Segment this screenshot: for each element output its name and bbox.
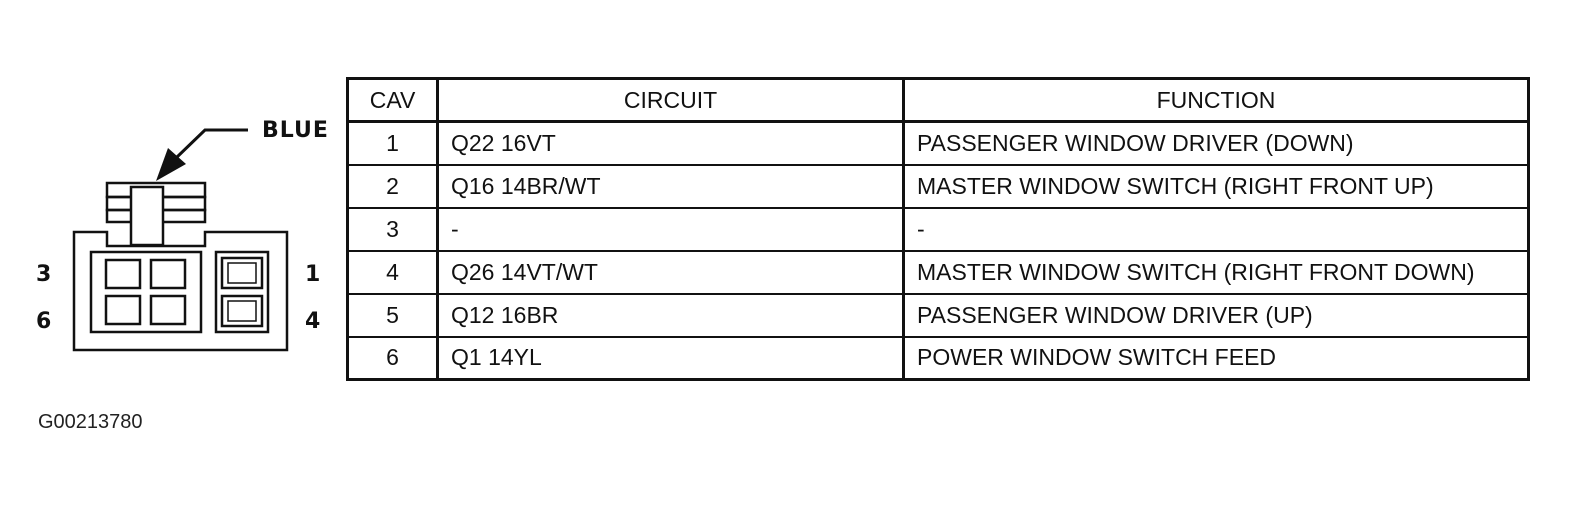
color-leader-arrow — [156, 128, 248, 181]
cavity-6 — [104, 294, 142, 326]
cavity-2 — [149, 258, 187, 290]
cavity-3 — [104, 258, 142, 290]
function-cell: MASTER WINDOW SWITCH (RIGHT FRONT DOWN) — [902, 249, 1530, 295]
pin-label-4: 4 — [305, 309, 321, 334]
connector-latch — [105, 181, 207, 247]
circuit-cell: - — [436, 206, 905, 252]
cavity-5 — [149, 294, 187, 326]
header-circuit: CIRCUIT — [436, 77, 905, 123]
table-row: 1 Q22 16VT PASSENGER WINDOW DRIVER (DOWN… — [346, 120, 1530, 166]
cav-cell: 6 — [346, 335, 439, 381]
cavity-block-left — [89, 250, 203, 334]
pinout-table: CAV CIRCUIT FUNCTION 1 Q22 16VT PASSENGE… — [346, 77, 1530, 381]
connector-diagram: BLUE 3 6 1 4 — [0, 0, 340, 420]
table-row: 6 Q1 14YL POWER WINDOW SWITCH FEED — [346, 335, 1530, 381]
pin-label-1: 1 — [305, 262, 321, 287]
function-cell: - — [902, 206, 1530, 252]
function-cell: PASSENGER WINDOW DRIVER (DOWN) — [902, 120, 1530, 166]
cav-cell: 3 — [346, 206, 439, 252]
cav-cell: 2 — [346, 163, 439, 209]
circuit-cell: Q1 14YL — [436, 335, 905, 381]
header-cav: CAV — [346, 77, 439, 123]
table-row: 2 Q16 14BR/WT MASTER WINDOW SWITCH (RIGH… — [346, 163, 1530, 209]
table-row: 5 Q12 16BR PASSENGER WINDOW DRIVER (UP) — [346, 292, 1530, 338]
cavity-4 — [220, 294, 264, 328]
pin-label-3: 3 — [36, 262, 52, 287]
pin-label-6: 6 — [36, 309, 52, 334]
figure-id: G00213780 — [38, 411, 143, 433]
circuit-cell: Q16 14BR/WT — [436, 163, 905, 209]
function-cell: MASTER WINDOW SWITCH (RIGHT FRONT UP) — [902, 163, 1530, 209]
circuit-cell: Q22 16VT — [436, 120, 905, 166]
table-header-row: CAV CIRCUIT FUNCTION — [346, 77, 1530, 123]
connector-color-label: BLUE — [262, 118, 329, 143]
circuit-cell: Q12 16BR — [436, 292, 905, 338]
circuit-cell: Q26 14VT/WT — [436, 249, 905, 295]
cavity-block-right — [214, 250, 270, 334]
function-cell: POWER WINDOW SWITCH FEED — [902, 335, 1530, 381]
cavity-1 — [220, 256, 264, 290]
table-row: 4 Q26 14VT/WT MASTER WINDOW SWITCH (RIGH… — [346, 249, 1530, 295]
function-cell: PASSENGER WINDOW DRIVER (UP) — [902, 292, 1530, 338]
connector-housing — [72, 230, 289, 352]
cav-cell: 5 — [346, 292, 439, 338]
table-row: 3 - - — [346, 206, 1530, 252]
cav-cell: 4 — [346, 249, 439, 295]
header-function: FUNCTION — [902, 77, 1530, 123]
connector-drawing — [72, 128, 289, 352]
cav-cell: 1 — [346, 120, 439, 166]
